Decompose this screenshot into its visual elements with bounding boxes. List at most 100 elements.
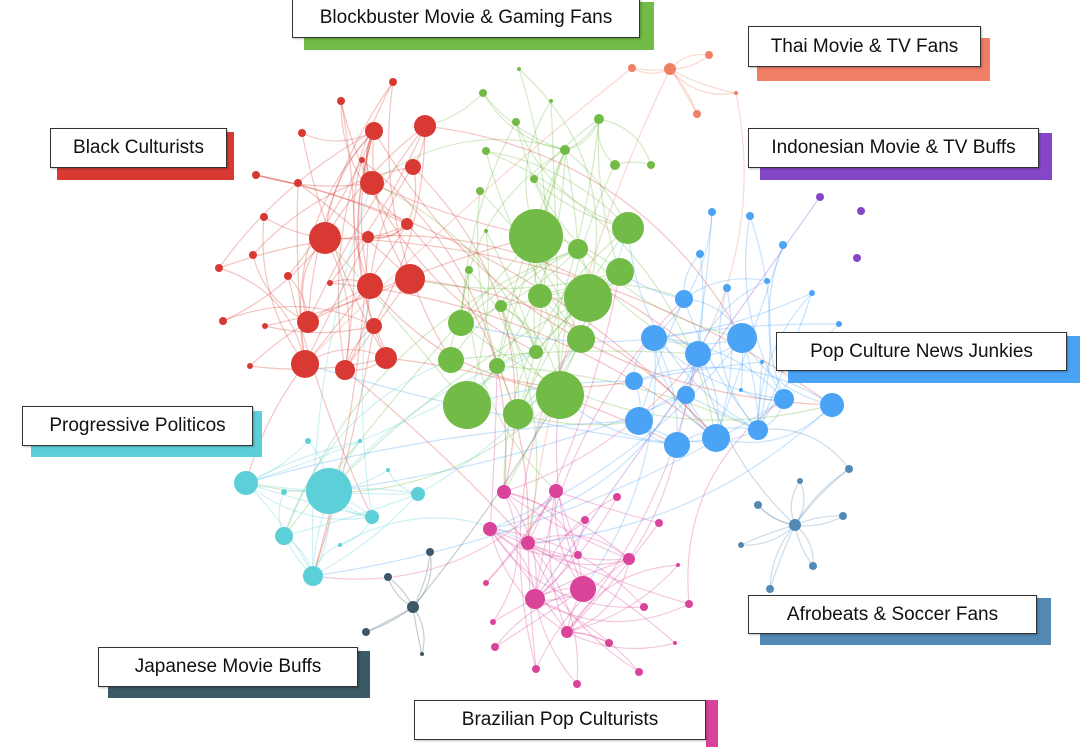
node-black[interactable] <box>247 363 253 369</box>
node-black[interactable] <box>294 179 302 187</box>
node-blockbuster[interactable] <box>495 300 507 312</box>
node-japanese[interactable] <box>362 628 370 636</box>
node-afrobeats[interactable] <box>797 478 803 484</box>
node-black[interactable] <box>359 157 365 163</box>
node-brazilian[interactable] <box>561 626 573 638</box>
node-thai[interactable] <box>693 110 701 118</box>
node-black[interactable] <box>362 231 374 243</box>
node-popculture[interactable] <box>696 250 704 258</box>
node-black[interactable] <box>327 280 333 286</box>
node-black[interactable] <box>375 347 397 369</box>
node-indonesian[interactable] <box>857 207 865 215</box>
node-brazilian[interactable] <box>549 484 563 498</box>
node-black[interactable] <box>249 251 257 259</box>
node-afrobeats[interactable] <box>766 585 774 593</box>
node-blockbuster[interactable] <box>438 347 464 373</box>
node-afrobeats[interactable] <box>845 465 853 473</box>
node-indonesian[interactable] <box>816 193 824 201</box>
node-afrobeats[interactable] <box>809 562 817 570</box>
node-blockbuster[interactable] <box>509 209 563 263</box>
node-popculture[interactable] <box>760 360 764 364</box>
node-black[interactable] <box>309 222 341 254</box>
node-popculture[interactable] <box>764 278 770 284</box>
node-brazilian[interactable] <box>685 600 693 608</box>
node-afrobeats[interactable] <box>754 501 762 509</box>
node-popculture[interactable] <box>739 388 743 392</box>
node-popculture[interactable] <box>774 389 794 409</box>
node-progressive[interactable] <box>411 487 425 501</box>
node-blockbuster[interactable] <box>564 274 612 322</box>
node-popculture[interactable] <box>836 321 842 327</box>
node-black[interactable] <box>357 273 383 299</box>
node-black[interactable] <box>335 360 355 380</box>
node-popculture[interactable] <box>664 432 690 458</box>
node-popculture[interactable] <box>677 386 695 404</box>
node-progressive[interactable] <box>234 471 258 495</box>
node-popculture[interactable] <box>727 323 757 353</box>
node-popculture[interactable] <box>708 208 716 216</box>
node-blockbuster[interactable] <box>528 284 552 308</box>
node-black[interactable] <box>360 171 384 195</box>
node-brazilian[interactable] <box>574 551 582 559</box>
node-brazilian[interactable] <box>570 576 596 602</box>
node-black[interactable] <box>252 171 260 179</box>
node-progressive[interactable] <box>358 439 362 443</box>
node-popculture[interactable] <box>625 407 653 435</box>
node-blockbuster[interactable] <box>610 160 620 170</box>
node-japanese[interactable] <box>420 652 424 656</box>
node-brazilian[interactable] <box>497 485 511 499</box>
node-thai[interactable] <box>628 64 636 72</box>
node-afrobeats[interactable] <box>839 512 847 520</box>
node-progressive[interactable] <box>305 438 311 444</box>
node-blockbuster[interactable] <box>517 67 521 71</box>
node-blockbuster[interactable] <box>512 118 520 126</box>
node-blockbuster[interactable] <box>465 266 473 274</box>
node-popculture[interactable] <box>748 420 768 440</box>
node-blockbuster[interactable] <box>594 114 604 124</box>
node-blockbuster[interactable] <box>612 212 644 244</box>
node-black[interactable] <box>291 350 319 378</box>
node-black[interactable] <box>262 323 268 329</box>
node-brazilian[interactable] <box>483 522 497 536</box>
node-popculture[interactable] <box>641 325 667 351</box>
node-progressive[interactable] <box>306 468 352 514</box>
node-brazilian[interactable] <box>521 536 535 550</box>
node-progressive[interactable] <box>303 566 323 586</box>
node-black[interactable] <box>401 218 413 230</box>
node-progressive[interactable] <box>338 543 342 547</box>
node-blockbuster[interactable] <box>503 399 533 429</box>
node-black[interactable] <box>405 159 421 175</box>
node-blockbuster[interactable] <box>568 239 588 259</box>
node-brazilian[interactable] <box>491 643 499 651</box>
node-brazilian[interactable] <box>655 519 663 527</box>
node-popculture[interactable] <box>820 393 844 417</box>
node-brazilian[interactable] <box>483 580 489 586</box>
node-brazilian[interactable] <box>673 641 677 645</box>
node-brazilian[interactable] <box>613 493 621 501</box>
node-brazilian[interactable] <box>532 665 540 673</box>
node-progressive[interactable] <box>386 468 390 472</box>
node-brazilian[interactable] <box>635 668 643 676</box>
node-popculture[interactable] <box>625 372 643 390</box>
node-popculture[interactable] <box>675 290 693 308</box>
node-thai[interactable] <box>705 51 713 59</box>
node-blockbuster[interactable] <box>443 381 491 429</box>
node-progressive[interactable] <box>281 489 287 495</box>
node-black[interactable] <box>284 272 292 280</box>
node-brazilian[interactable] <box>490 619 496 625</box>
node-thai[interactable] <box>734 91 738 95</box>
node-japanese[interactable] <box>407 601 419 613</box>
node-black[interactable] <box>414 115 436 137</box>
node-blockbuster[interactable] <box>489 358 505 374</box>
node-brazilian[interactable] <box>640 603 648 611</box>
node-japanese[interactable] <box>426 548 434 556</box>
node-blockbuster[interactable] <box>647 161 655 169</box>
node-black[interactable] <box>215 264 223 272</box>
node-brazilian[interactable] <box>573 680 581 688</box>
node-popculture[interactable] <box>779 241 787 249</box>
node-black[interactable] <box>298 129 306 137</box>
node-black[interactable] <box>219 317 227 325</box>
node-blockbuster[interactable] <box>567 325 595 353</box>
node-blockbuster[interactable] <box>606 258 634 286</box>
node-blockbuster[interactable] <box>448 310 474 336</box>
